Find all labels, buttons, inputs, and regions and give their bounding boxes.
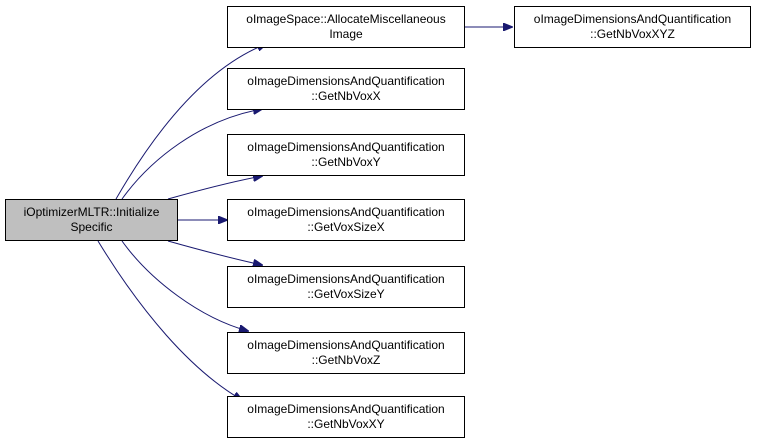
node-root-label-line1: iOptimizerMLTR::Initialize [23, 205, 160, 219]
node-getvoxsizey-label-line2: ::GetVoxSizeY [307, 287, 385, 301]
node-getnbvoxxyz-label-line1: oImageDimensionsAndQuantification [533, 12, 732, 26]
node-getnbvoxxy-label-line1: oImageDimensionsAndQuantification [247, 402, 445, 416]
node-getnbvoxy[interactable]: oImageDimensionsAndQuantification ::GetN… [227, 134, 465, 176]
node-getvoxsizex-label-line1: oImageDimensionsAndQuantification [247, 205, 445, 219]
edge-root-to-getnbvoxx [121, 109, 262, 200]
node-getnbvoxz-label-line2: ::GetNbVoxZ [311, 353, 381, 367]
edge-root-to-getnbvoxy [167, 176, 262, 200]
node-root-label-line2: Specific [70, 220, 113, 234]
edge-root-to-getnbvoxz [121, 240, 248, 331]
node-getvoxsizex[interactable]: oImageDimensionsAndQuantification ::GetV… [227, 199, 465, 241]
node-getnbvoxx[interactable]: oImageDimensionsAndQuantification ::GetN… [227, 68, 465, 110]
node-getnbvoxz[interactable]: oImageDimensionsAndQuantification ::GetN… [227, 332, 465, 374]
node-getnbvoxz-label-line1: oImageDimensionsAndQuantification [247, 338, 445, 352]
node-getnbvoxxyz-label-line2: ::GetNbVoxXYZ [590, 27, 675, 41]
node-getvoxsizey-label-line1: oImageDimensionsAndQuantification [247, 272, 445, 286]
node-getvoxsizex-label-line2: ::GetVoxSizeX [307, 220, 385, 234]
node-getnbvoxxyz[interactable]: oImageDimensionsAndQuantification ::GetN… [514, 6, 751, 48]
node-getnbvoxx-label-line2: ::GetNbVoxX [311, 89, 381, 103]
node-allocate-label-line1: oImageSpace::AllocateMiscellaneous [246, 12, 446, 26]
node-getnbvoxx-label-line1: oImageDimensionsAndQuantification [247, 74, 445, 88]
node-allocate-label-line2: Image [329, 27, 363, 41]
node-getvoxsizey[interactable]: oImageDimensionsAndQuantification ::GetV… [227, 266, 465, 308]
node-getnbvoxy-label-line1: oImageDimensionsAndQuantification [247, 140, 445, 154]
node-root: iOptimizerMLTR::Initialize Specific [5, 199, 178, 241]
node-getnbvoxy-label-line2: ::GetNbVoxY [311, 155, 381, 169]
node-allocate-misc-image[interactable]: oImageSpace::AllocateMiscellaneous Image [227, 6, 465, 48]
node-getnbvoxxy-label-line2: ::GetNbVoxXY [307, 417, 385, 431]
node-getnbvoxxy[interactable]: oImageDimensionsAndQuantification ::GetN… [227, 396, 465, 438]
edge-root-to-getvoxsizey [167, 240, 262, 265]
edge-root-to-getnbvoxxy [97, 240, 242, 400]
edge-root-to-allocate [115, 44, 266, 200]
